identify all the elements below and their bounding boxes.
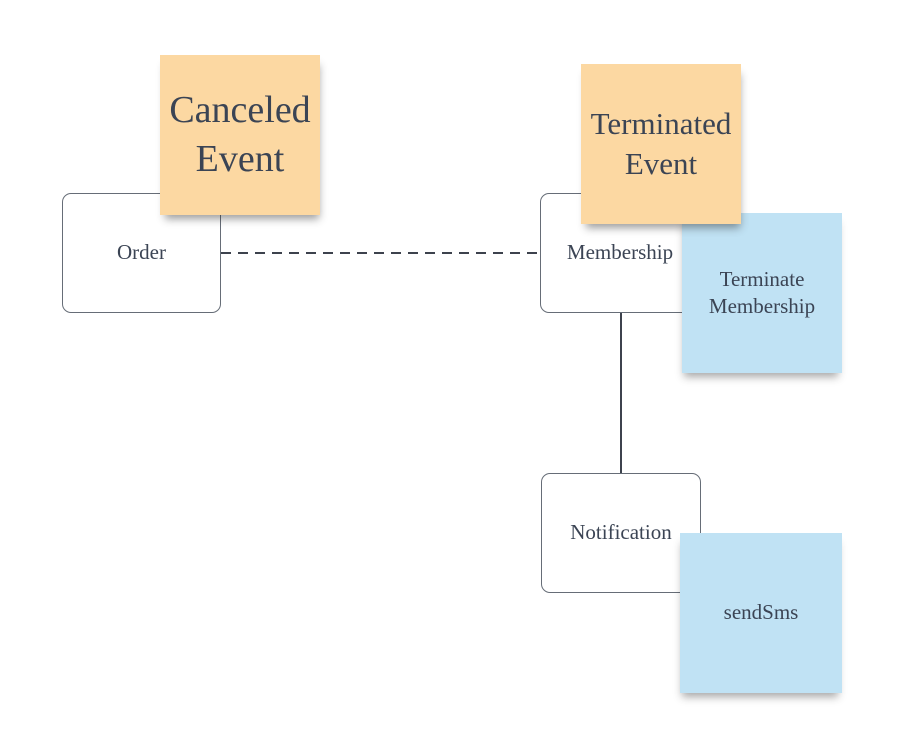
sticky-note-terminated-event[interactable]: Terminated Event [581, 64, 741, 224]
entity-box-notification-label: Notification [570, 520, 672, 545]
entity-box-membership-label: Membership [566, 240, 674, 265]
connector-membership-notification-solid[interactable] [620, 313, 622, 473]
entity-box-order-label: Order [117, 240, 166, 265]
sticky-note-terminate-membership-label: Terminate Membership [708, 266, 816, 318]
sticky-note-terminated-event-label: Terminated Event [590, 105, 732, 181]
connector-order-membership-dashed[interactable] [221, 252, 540, 254]
sticky-note-terminate-membership[interactable]: Terminate Membership [682, 213, 842, 373]
sticky-note-canceled-event-label: Canceled Event [169, 88, 311, 180]
sticky-note-canceled-event[interactable]: Canceled Event [160, 55, 320, 215]
entity-box-notification[interactable]: Notification [541, 473, 701, 593]
sticky-note-send-sms-label: sendSms [723, 600, 799, 625]
sticky-note-send-sms[interactable]: sendSms [680, 533, 842, 693]
